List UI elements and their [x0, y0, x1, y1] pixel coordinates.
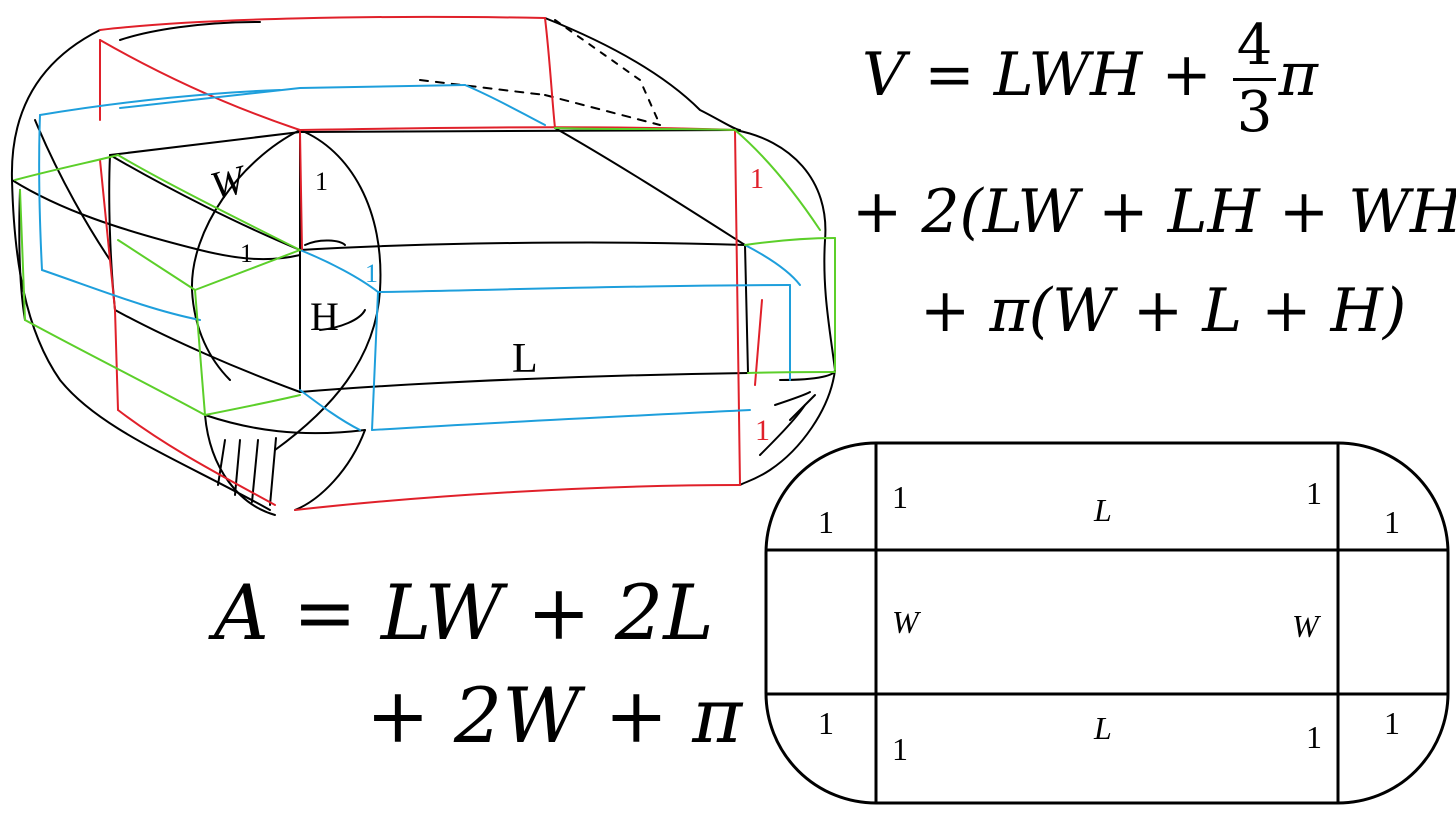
sketch-label-one-w: 1 — [240, 239, 253, 268]
net-label-one-corner-tr: 1 — [1384, 504, 1400, 540]
net-label-one-corner-bl: 1 — [818, 705, 834, 741]
sketch-label-one-blue: 1 — [365, 259, 378, 288]
sketch-label-one-red-top: 1 — [750, 164, 764, 195]
net-label-one-top-left: 1 — [892, 479, 908, 515]
sketch-label-one-red-bottom: 1 — [755, 414, 770, 447]
sketch-labels-colored: 1 1 1 — [365, 164, 770, 447]
net-label-one-corner-tl: 1 — [818, 504, 834, 540]
net-label-l-bottom: L — [1093, 710, 1112, 746]
net-label-one-corner-br: 1 — [1384, 705, 1400, 741]
area-formula-line-1: A = LW + 2L — [214, 568, 714, 657]
sketch-label-l: L — [512, 336, 538, 382]
fraction-bar — [1232, 78, 1277, 81]
net-label-w-right: W — [1292, 608, 1322, 644]
volume-formula-line-2: + 2(LW + LH + WH) — [852, 177, 1456, 247]
volume-formula-pi: π — [1278, 40, 1318, 111]
fraction-numerator: 4 — [1236, 13, 1273, 78]
volume-formula-line-3: + π(W + L + H) — [920, 276, 1407, 346]
sketch-lines-green — [14, 127, 836, 416]
net-label-one-bottom-right: 1 — [1306, 719, 1322, 755]
net-label-l-top: L — [1093, 492, 1112, 528]
net-label-w-left: W — [892, 604, 922, 640]
sketch-outline-black — [10, 17, 836, 516]
net-label-one-top-right: 1 — [1306, 475, 1322, 511]
fraction-denominator: 3 — [1236, 80, 1273, 145]
area-formula-line-2: + 2W + π — [366, 671, 743, 760]
volume-formula-lhs: V = LWH + — [862, 40, 1231, 111]
sketch-label-one-top: 1 — [315, 167, 328, 196]
net-label-one-bottom-left: 1 — [892, 731, 908, 767]
sketch-label-h: H — [310, 294, 339, 339]
sketch-lines-blue — [38, 84, 801, 431]
